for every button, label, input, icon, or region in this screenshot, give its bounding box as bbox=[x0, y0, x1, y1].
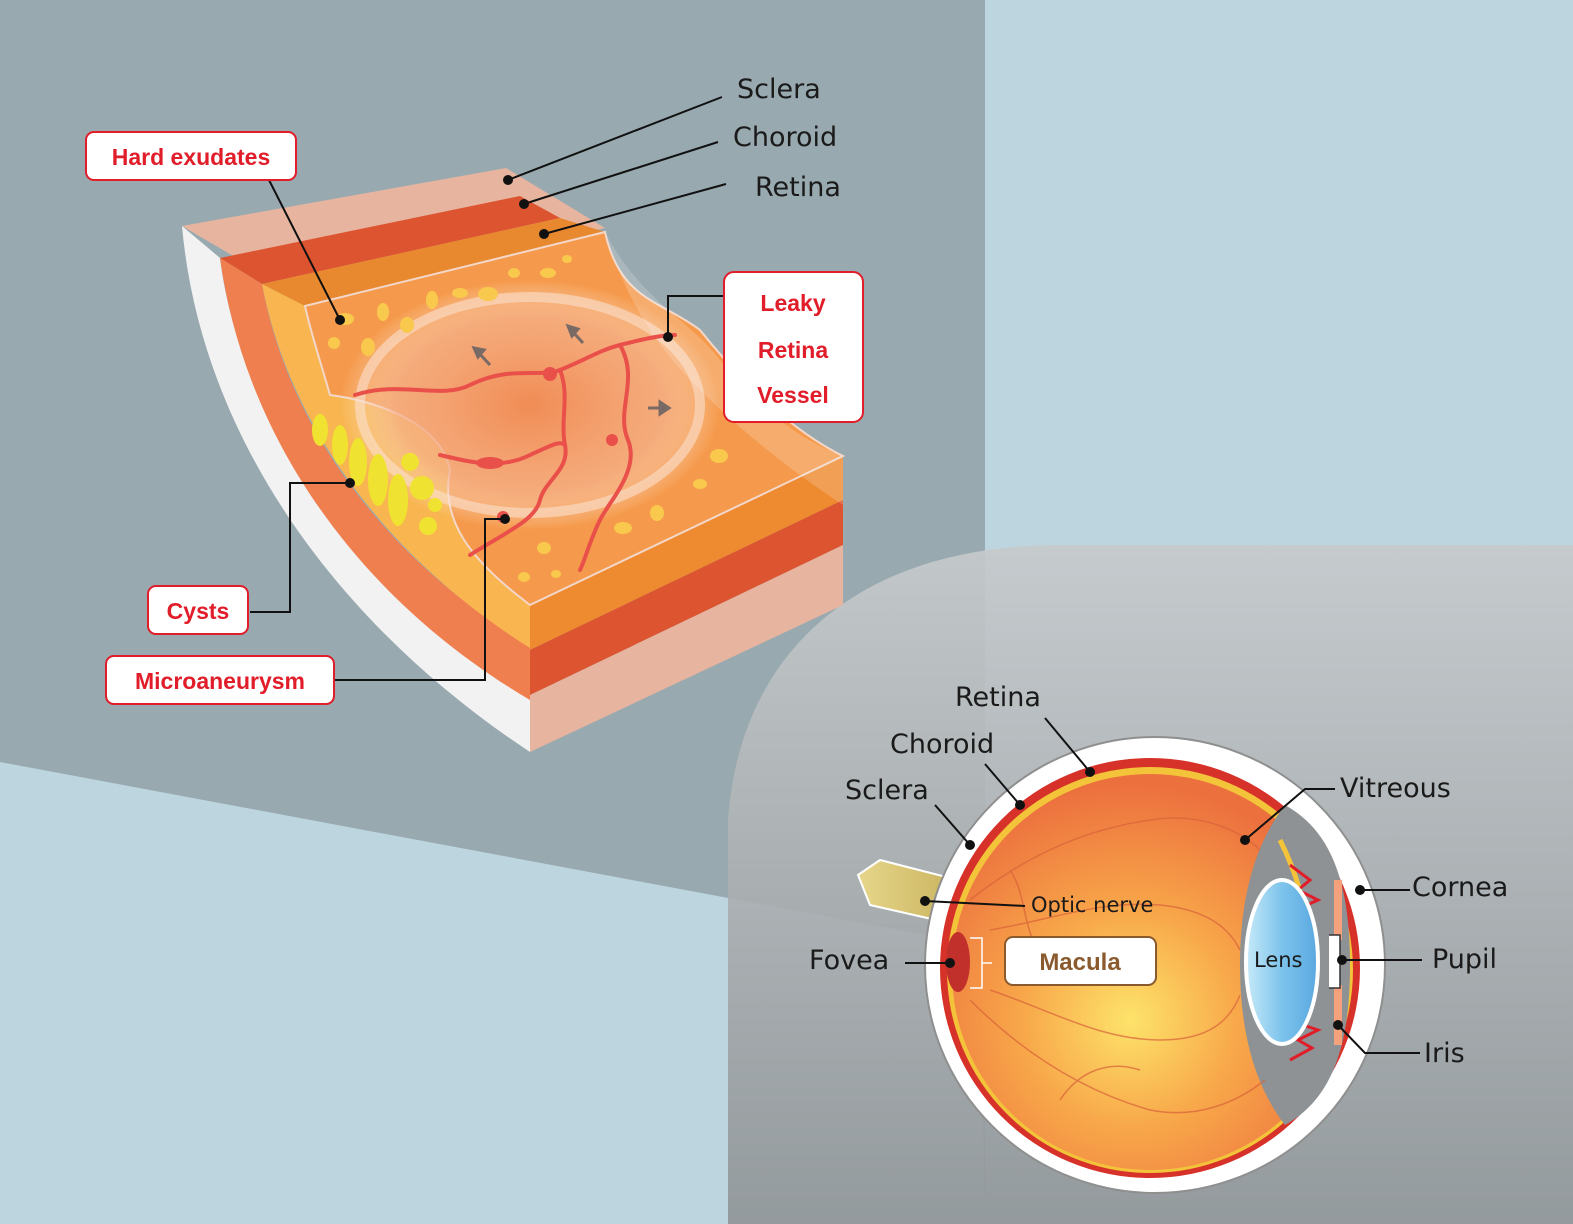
leak-arrows bbox=[471, 323, 672, 417]
choroid-side-face bbox=[220, 258, 530, 700]
label-sclera-top: Sclera bbox=[737, 74, 821, 105]
label-choroid-eye: Choroid bbox=[890, 729, 994, 760]
callout-leaky-vessel: Leaky Retina Vessel bbox=[723, 271, 864, 423]
vessel-middle bbox=[468, 368, 568, 557]
label-lens: Lens bbox=[1254, 948, 1303, 972]
label-sclera-eye: Sclera bbox=[845, 775, 929, 806]
label-choroid-top: Choroid bbox=[733, 122, 837, 153]
cysts bbox=[312, 414, 442, 535]
lens bbox=[1244, 878, 1320, 1046]
label-iris: Iris bbox=[1424, 1038, 1465, 1069]
retina-front-face bbox=[530, 456, 843, 650]
callout-hard-exudates-text: Hard exudates bbox=[112, 144, 271, 170]
callout-leaky-line2: Retina bbox=[758, 337, 829, 363]
callout-hard-exudates: Hard exudates bbox=[85, 131, 297, 181]
microaneurysm-dot bbox=[606, 434, 618, 446]
macula-bracket bbox=[970, 937, 992, 989]
label-retina-eye: Retina bbox=[955, 682, 1041, 713]
vessel-right bbox=[578, 343, 633, 572]
vessel-branch bbox=[438, 441, 567, 466]
label-fovea: Fovea bbox=[809, 945, 889, 976]
choroid-top-band bbox=[220, 196, 560, 284]
callout-cysts-text: Cysts bbox=[167, 598, 230, 624]
cross-section-leaders bbox=[250, 96, 727, 681]
iris-lower bbox=[1334, 985, 1342, 1045]
label-retina-top: Retina bbox=[755, 172, 841, 203]
eyeball-leaders bbox=[905, 717, 1422, 1054]
callout-macula: Macula bbox=[1004, 936, 1157, 986]
fovea-pit bbox=[946, 932, 970, 992]
label-pupil: Pupil bbox=[1432, 944, 1497, 975]
label-vitreous: Vitreous bbox=[1340, 773, 1451, 804]
callout-leaky-line1: Leaky bbox=[760, 290, 825, 316]
label-cornea: Cornea bbox=[1412, 872, 1508, 903]
callout-leaky-line3: Vessel bbox=[757, 382, 829, 408]
edema-ring bbox=[355, 292, 705, 518]
hard-exudates bbox=[328, 255, 728, 582]
label-optic-nerve: Optic nerve bbox=[1031, 893, 1153, 917]
callout-microaneurysm: Microaneurysm bbox=[105, 655, 335, 705]
callout-macula-text: Macula bbox=[1039, 949, 1121, 976]
iris-upper bbox=[1334, 880, 1342, 940]
callout-cysts: Cysts bbox=[147, 585, 249, 635]
microaneurysm-dot bbox=[476, 457, 504, 469]
choroid-front-face bbox=[530, 500, 843, 695]
retina-top-band bbox=[262, 218, 605, 306]
microaneurysm-dot bbox=[543, 367, 557, 381]
callout-microaneurysm-text: Microaneurysm bbox=[135, 668, 305, 694]
sclera-front-face bbox=[530, 545, 843, 752]
sclera-outer-rim bbox=[182, 226, 530, 752]
retina-cross-section bbox=[182, 168, 846, 752]
